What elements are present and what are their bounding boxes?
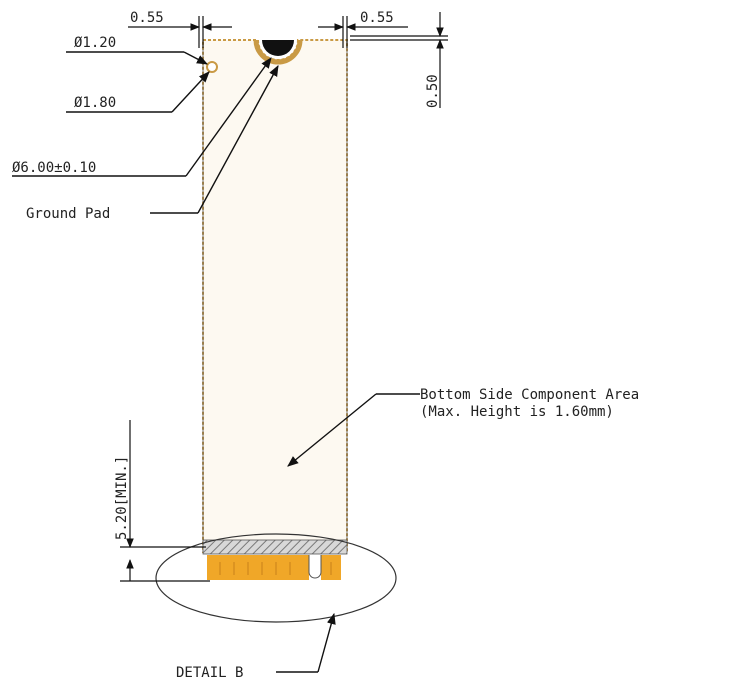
callout-ground-pad: Ground Pad	[26, 65, 279, 222]
callout-notch: Ø6.00±0.10	[12, 57, 272, 177]
ground-pad-notch	[253, 39, 303, 65]
dim-right-margin-label: 0.55	[360, 10, 394, 26]
ground-pad-label: Ground Pad	[26, 206, 110, 222]
dim-top-offset: 0.50	[350, 12, 448, 108]
gold-fingers	[207, 555, 341, 580]
mounting-hole	[206, 61, 218, 73]
component-area-line2: (Max. Height is 1.60mm)	[420, 404, 614, 420]
board	[202, 39, 348, 553]
dim-left-margin: 0.55	[128, 10, 232, 48]
dim-right-margin: 0.55	[318, 10, 408, 48]
component-area-line1: Bottom Side Component Area	[420, 387, 639, 403]
detail-ellipse	[155, 533, 397, 623]
detail-label: DETAIL B	[176, 665, 243, 681]
dim-top-offset-label: 0.50	[425, 74, 441, 108]
notch-diameter-label: Ø6.00±0.10	[12, 160, 96, 176]
hatched-strip	[202, 539, 348, 555]
contact-height-label: 5.20[MIN.]	[114, 456, 130, 540]
callout-hole-small: Ø1.20	[66, 35, 208, 65]
callout-hole-large: Ø1.80	[66, 71, 210, 113]
dim-contact-height: 5.20[MIN.]	[114, 420, 210, 582]
hole-small-label: Ø1.20	[74, 35, 116, 51]
dim-left-margin-label: 0.55	[130, 10, 164, 26]
board-outline	[202, 39, 348, 553]
callout-component-area: Bottom Side Component Area (Max. Height …	[287, 387, 639, 467]
hole-large-label: Ø1.80	[74, 95, 116, 111]
callout-detail: DETAIL B	[176, 612, 336, 681]
